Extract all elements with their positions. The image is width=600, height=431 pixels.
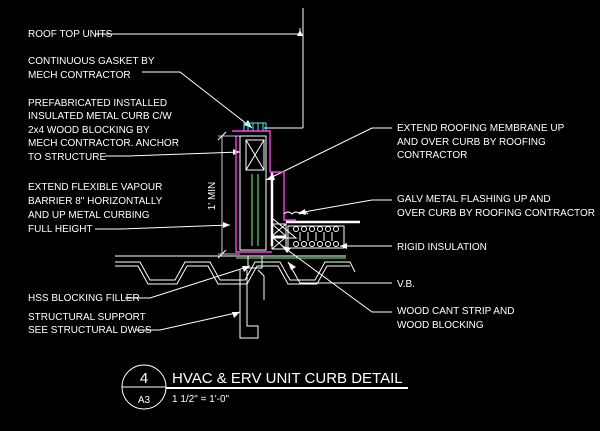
base-blocking-2: [271, 236, 287, 250]
arrowhead: [232, 312, 240, 318]
title-block: 4 A3 HVAC & ERV UNIT CURB DETAIL 1 1/2" …: [121, 364, 408, 410]
structural-support: [239, 255, 265, 339]
dimension-text: 1' MIN: [207, 182, 218, 211]
label-hss-blocking: HSS BLOCKING FILLER: [28, 293, 140, 304]
flashing-outer: [270, 171, 296, 221]
leader-gasket: [142, 71, 253, 129]
leader-prefab-curb: [105, 151, 241, 157]
dimension-1ft-min: 1' MIN: [207, 131, 240, 259]
arrowhead: [223, 222, 230, 228]
label-galv-flashing: GALV METAL FLASHING UP AND OVER CURB BY …: [397, 194, 595, 219]
label-roofing-membrane: EXTEND ROOFING MEMBRANE UP AND OVER CURB…: [397, 123, 567, 161]
roof-build-up: [283, 211, 360, 249]
wood-blocking: [245, 139, 265, 171]
label-rigid-insulation: RIGID INSULATION: [397, 242, 487, 253]
detail-number: 4: [140, 370, 148, 387]
label-wood-cant: WOOD CANT STRIP AND WOOD BLOCKING: [397, 306, 517, 331]
insulation-circles: [293, 226, 339, 247]
leader-roof-top-units: [95, 28, 301, 35]
leader-structural: [135, 311, 241, 331]
metal-curb-cap: [232, 130, 271, 172]
leader-wood-cant: [281, 245, 392, 313]
steel-deck: [115, 255, 356, 285]
detail-title: HVAC & ERV UNIT CURB DETAIL: [172, 370, 403, 387]
label-vb: V.B.: [397, 279, 415, 290]
leader-lines: [95, 28, 392, 331]
insulation-verticals: [299, 232, 333, 241]
leader-galv-flashing: [297, 199, 392, 214]
label-prefab-curb: PREFABRICATED INSTALLED INSULATED METAL …: [28, 98, 182, 163]
detail-scale: 1 1/2" = 1'-0": [172, 394, 230, 405]
label-structural-support: STRUCTURAL SUPPORT SEE STRUCTURAL DWGS: [28, 312, 152, 336]
metal-curb-outer: [235, 136, 272, 253]
base-blocking-1: [271, 223, 287, 237]
curb-assembly: [232, 122, 298, 253]
flashing-seam: [283, 211, 309, 215]
leader-vapour-barrier: [95, 224, 231, 230]
left-labels: ROOF TOP UNITS CONTINUOUS GASKET BY MECH…: [28, 29, 182, 336]
leader-hss: [125, 265, 251, 299]
label-continuous-gasket: CONTINUOUS GASKET BY MECH CONTRACTOR: [28, 56, 157, 81]
hss-filler: [247, 255, 263, 269]
arrowhead: [297, 30, 303, 36]
label-vapour-barrier: EXTEND FLEXIBLE VAPOUR BARRIER 8" HORIZO…: [28, 182, 165, 235]
leader-roofing-membrane: [265, 127, 392, 181]
right-labels: EXTEND ROOFING MEMBRANE UP AND OVER CURB…: [397, 123, 595, 331]
curb-wall: [239, 135, 267, 251]
sheet-number: A3: [138, 395, 151, 406]
rooftop-unit: [264, 8, 304, 129]
arrowhead: [288, 262, 296, 270]
arrowhead: [242, 266, 250, 272]
rigid-insulation-block: [287, 225, 345, 249]
label-roof-top-units: ROOF TOP UNITS: [28, 29, 113, 40]
arrowhead: [266, 174, 275, 180]
